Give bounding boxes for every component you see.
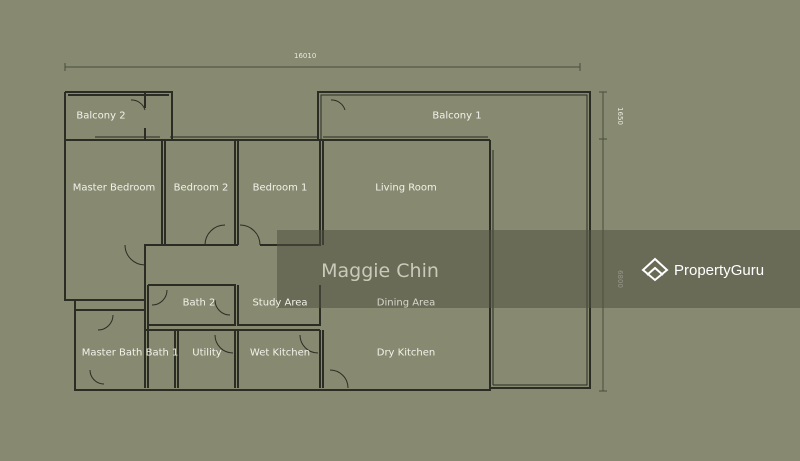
interior-walls — [75, 140, 324, 388]
room-label-study-area: Study Area — [252, 297, 308, 309]
balcony-1-inner — [320, 94, 588, 386]
room-label-utility: Utility — [192, 347, 222, 359]
outer-wall — [64, 91, 491, 391]
propertyguru-logo-icon — [641, 257, 669, 282]
propertyguru-logo-text: PropertyGuru — [674, 261, 765, 279]
watermark-band — [277, 230, 800, 308]
dimension-line-width — [64, 63, 581, 71]
room-label-bedroom-2: Bedroom 2 — [173, 182, 229, 194]
room-label-bedroom-1: Bedroom 1 — [252, 182, 308, 194]
room-label-dry-kitchen: Dry Kitchen — [376, 347, 436, 359]
room-label-bath-1: Bath 1 — [145, 347, 179, 359]
room-label-balcony-1: Balcony 1 — [432, 110, 482, 122]
door-swings — [89, 99, 349, 389]
balcony-1-wall — [317, 91, 591, 389]
room-label-living-room: Living Room — [375, 182, 437, 194]
dimension-width-label: 16010 — [294, 52, 317, 60]
room-label-master-bath: Master Bath — [81, 347, 143, 359]
propertyguru-logo: PropertyGuru — [641, 256, 764, 284]
room-label-master-bedroom: Master Bedroom — [72, 182, 156, 194]
room-label-wet-kitchen: Wet Kitchen — [249, 347, 311, 359]
room-label-bath-2: Bath 2 — [182, 297, 216, 309]
dimension-balcony-label: 1650 — [615, 107, 624, 125]
room-label-balcony-2: Balcony 2 — [76, 110, 126, 122]
balcony-2-wall — [65, 92, 490, 141]
agent-name-watermark: Maggie Chin — [321, 260, 439, 282]
room-label-dining-area: Dining Area — [376, 297, 436, 309]
